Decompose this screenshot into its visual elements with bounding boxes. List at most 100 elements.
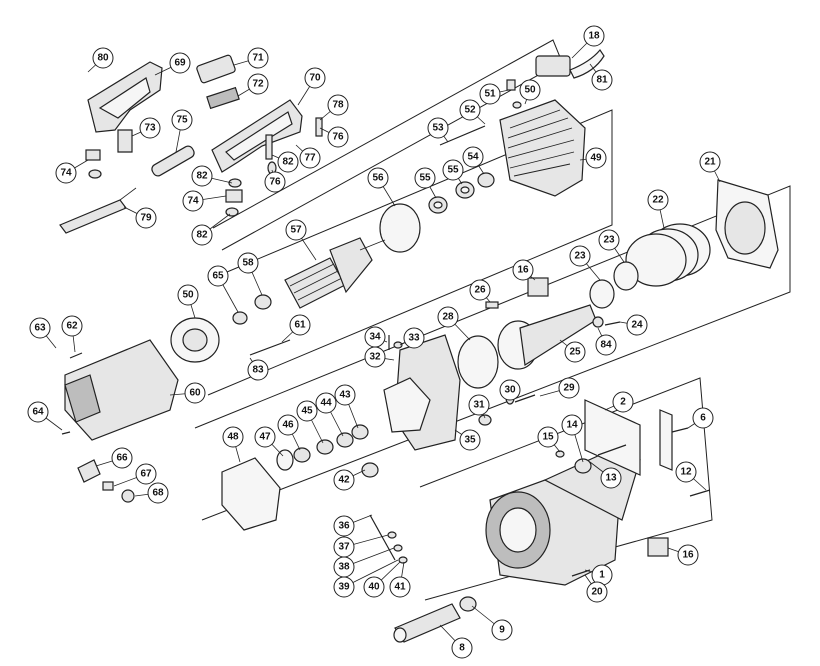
callout-60: 60 — [184, 382, 206, 404]
callout-circle — [296, 400, 318, 422]
callout-circle — [595, 334, 617, 356]
callout-number: 29 — [563, 383, 575, 394]
callout-65: 65 — [207, 265, 229, 287]
callout-circle — [184, 382, 206, 404]
callout-circle — [304, 67, 326, 89]
callout-31: 31 — [468, 394, 490, 416]
callout-number: 12 — [680, 467, 692, 478]
callout-78: 78 — [327, 94, 349, 116]
callout-number: 56 — [372, 173, 384, 184]
callout-21: 21 — [699, 151, 721, 173]
callout-23: 23 — [598, 229, 620, 251]
part-49-housing — [499, 99, 586, 197]
part-26-key — [485, 301, 499, 309]
callout-82: 82 — [191, 165, 213, 187]
callout-number: 38 — [338, 562, 350, 573]
callout-circle — [254, 426, 276, 448]
callout-circle — [537, 426, 559, 448]
callout-circle — [437, 306, 459, 328]
callout-52: 52 — [459, 99, 481, 121]
part-71-switch — [196, 54, 236, 84]
callout-circle — [598, 229, 620, 251]
callout-62: 62 — [61, 315, 83, 337]
callout-57: 57 — [285, 219, 307, 241]
callout-circle — [222, 426, 244, 448]
callout-circle — [207, 265, 229, 287]
callout-66: 66 — [111, 447, 133, 469]
part-72-bracket — [206, 86, 240, 110]
callout-79: 79 — [135, 207, 157, 229]
callout-84: 84 — [595, 334, 617, 356]
callout-circle — [55, 162, 77, 184]
callout-circle — [626, 314, 648, 336]
callout-55: 55 — [442, 159, 464, 181]
callout-64: 64 — [27, 401, 49, 423]
callout-number: 60 — [189, 388, 201, 399]
callout-80: 80 — [92, 47, 114, 69]
callout-circle — [591, 69, 613, 91]
callout-circle — [451, 637, 473, 659]
part-75-tube — [151, 145, 195, 177]
callout-35: 35 — [459, 429, 481, 451]
callout-61: 61 — [289, 314, 311, 336]
callout-circle — [182, 190, 204, 212]
callout-circle — [519, 79, 541, 101]
callout-circle — [264, 171, 286, 193]
callout-number: 82 — [196, 171, 208, 182]
callout-number: 70 — [309, 73, 321, 84]
callout-circle — [277, 151, 299, 173]
callout-circle — [699, 151, 721, 173]
callout-circle — [247, 359, 269, 381]
callout-34: 34 — [364, 326, 386, 348]
callout-number: 57 — [290, 225, 302, 236]
callout-circle — [171, 109, 193, 131]
callout-number: 18 — [588, 31, 600, 42]
callout-number: 37 — [338, 542, 350, 553]
callout-number: 44 — [320, 398, 332, 409]
callout-74: 74 — [55, 162, 77, 184]
callout-circle — [468, 394, 490, 416]
callout-37: 37 — [333, 536, 355, 558]
callout-number: 62 — [66, 321, 78, 332]
callout-number: 16 — [517, 265, 529, 276]
callout-circle — [333, 469, 355, 491]
part-81-cable — [569, 48, 605, 79]
callout-81: 81 — [591, 69, 613, 91]
callout-28: 28 — [437, 306, 459, 328]
callout-number: 74 — [60, 168, 72, 179]
callout-number: 72 — [252, 79, 264, 90]
callout-30: 30 — [499, 379, 521, 401]
part-79-cable — [59, 199, 127, 234]
callout-number: 1 — [599, 570, 605, 581]
callout-number: 54 — [467, 152, 479, 163]
callout-circle — [512, 259, 534, 281]
callout-number: 82 — [282, 157, 294, 168]
callout-number: 83 — [252, 365, 264, 376]
part-2-bracket — [584, 399, 641, 476]
callout-number: 23 — [574, 251, 586, 262]
callout-number: 20 — [591, 587, 603, 598]
callout-number: 26 — [474, 285, 486, 296]
callout-39: 39 — [333, 576, 355, 598]
callout-number: 31 — [473, 400, 485, 411]
callout-circle — [277, 414, 299, 436]
callout-circle — [333, 576, 355, 598]
callout-23: 23 — [569, 245, 591, 267]
callout-38: 38 — [333, 556, 355, 578]
callout-number: 63 — [34, 323, 46, 334]
callout-circle — [285, 219, 307, 241]
callout-circle — [237, 252, 259, 274]
callout-circle — [191, 224, 213, 246]
callout-69: 69 — [169, 52, 191, 74]
part-18-terminal — [535, 55, 571, 77]
callout-circle — [289, 314, 311, 336]
callout-15: 15 — [537, 426, 559, 448]
callout-circle — [442, 159, 464, 181]
armature-assembly — [64, 237, 386, 441]
callout-circle — [499, 379, 521, 401]
callout-41: 41 — [389, 576, 411, 598]
callout-49: 49 — [585, 147, 607, 169]
callout-36: 36 — [333, 515, 355, 537]
callout-circle — [677, 544, 699, 566]
callout-number: 43 — [339, 390, 351, 401]
